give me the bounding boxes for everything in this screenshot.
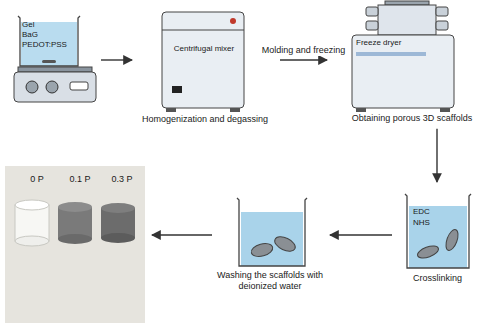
step-text: NHS [413, 218, 453, 228]
step-text: PEDOT:PSS [22, 40, 84, 50]
step-text: 0.3 P [97, 174, 147, 185]
washing-beaker-part [237, 198, 307, 266]
crosslinking-beaker-part [409, 206, 467, 268]
process-step: 0 P0.1 P0.3 P [5, 166, 149, 323]
step-text: Gel [22, 20, 84, 30]
hotplate [14, 67, 96, 102]
freeze-dryer-part [440, 108, 450, 112]
crosslinking-beaker [405, 194, 471, 268]
scaffold-photo-part [15, 236, 49, 246]
scaffold-photo [5, 166, 145, 323]
flow-arrow [280, 59, 327, 60]
flow-arrow [101, 59, 132, 60]
freeze-dryer-part [356, 108, 366, 112]
washing-beaker-part [241, 212, 303, 266]
crosslinking-beaker-part [444, 228, 461, 252]
step-text: 0.1 P [55, 174, 105, 185]
step-text: Homogenization and degassing [135, 114, 275, 125]
process-step: EDCNHS Crosslinking [395, 185, 482, 290]
hotplate-part [46, 81, 58, 93]
washing-beaker-part [272, 234, 297, 254]
hotplate-part [26, 81, 38, 93]
freeze-dryer [352, 1, 454, 112]
step-text: Crosslinking [395, 273, 480, 284]
freeze-dryer-part [436, 21, 448, 30]
scaffold-photo-part [101, 233, 135, 243]
step-text: Freeze dryer [356, 38, 436, 48]
flow-arrow [330, 234, 392, 235]
centrifugal-mixer-part [166, 108, 176, 112]
centrifugal-mixer-part [162, 12, 244, 108]
scaffold-photo-part [15, 200, 49, 210]
scaffold-photo-part [58, 202, 92, 212]
centrifugal-mixer-part [230, 18, 236, 24]
step-text: 0 P [13, 174, 61, 185]
flow-arrow [152, 234, 212, 235]
flow-arrow [436, 129, 437, 182]
freeze-dryer-part [436, 7, 448, 16]
process-step: Washing the scaffolds with deionized wat… [215, 190, 327, 320]
scaffold-photo-part [101, 203, 135, 213]
freeze-dryer-part [366, 7, 378, 16]
freeze-dryer-part [385, 1, 429, 5]
process-step: Freeze dryerObtaining porous 3D scaffold… [330, 0, 496, 126]
process-step: GelBaGPEDOT:PSS [12, 8, 98, 108]
process-step: Centrifugal mixerHomogenization and dega… [135, 8, 277, 133]
centrifugal-mixer-part [162, 30, 244, 31]
washing-beaker-part [250, 241, 274, 258]
step-text: Washing the scaffolds with deionized wat… [215, 270, 325, 292]
step-text: EDC [413, 207, 453, 217]
step-text: Centrifugal mixer [165, 44, 243, 54]
centrifugal-mixer-part [172, 86, 182, 93]
freeze-dryer-part [366, 21, 378, 30]
beaker-part [42, 60, 56, 63]
hotplate-part [18, 67, 92, 72]
step-text: Obtaining porous 3D scaffolds [330, 113, 494, 124]
scaffold-photo-part [58, 234, 92, 244]
hotplate-part [14, 72, 96, 102]
crosslinking-beaker-part [416, 244, 440, 261]
edge-label: Molding and freezing [260, 45, 348, 56]
step-text: BaG [22, 30, 84, 40]
crosslinking-beaker-part [405, 194, 471, 268]
hotplate-part [70, 82, 88, 90]
scaffold-photo-part [5, 166, 145, 323]
freeze-dryer-part [378, 5, 436, 35]
freeze-dryer-part [356, 52, 426, 56]
centrifugal-mixer [162, 12, 244, 112]
centrifugal-mixer-part [230, 108, 240, 112]
freeze-dryer-part [352, 35, 454, 108]
washing-beaker [237, 198, 307, 266]
